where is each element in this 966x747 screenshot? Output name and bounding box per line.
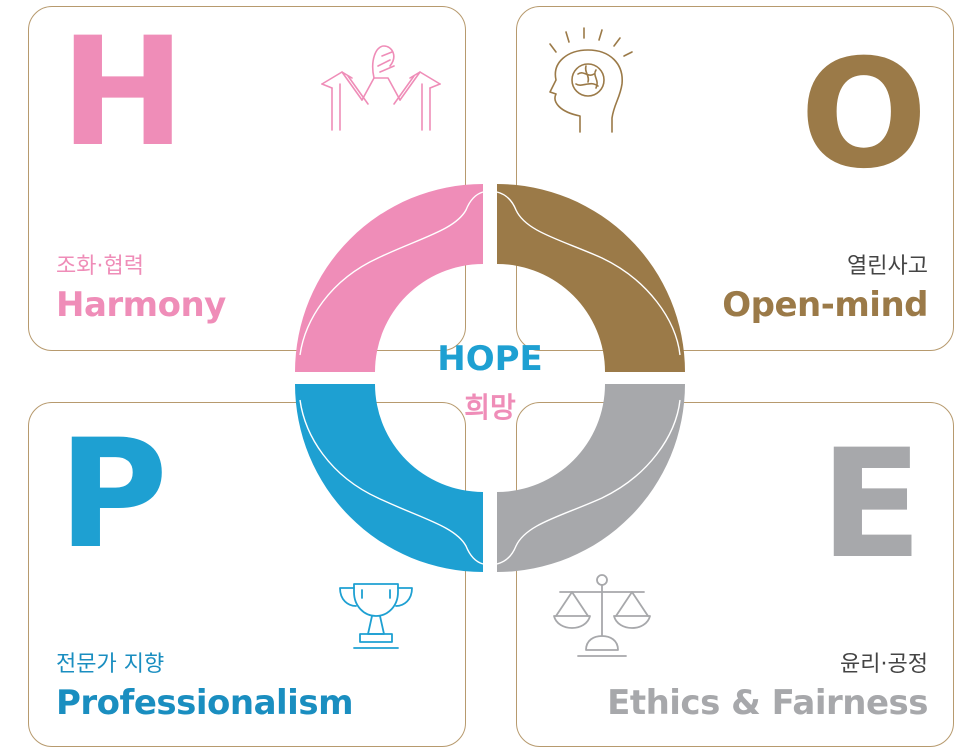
letter-h: H bbox=[60, 6, 186, 180]
harmony-english-label: Harmony bbox=[56, 285, 226, 325]
harmony-korean-label: 조화·협력 bbox=[56, 254, 144, 279]
ethics-english-label: Ethics & Fairness bbox=[607, 683, 928, 723]
letter-o: O bbox=[800, 28, 928, 202]
ring-segment-ethics bbox=[497, 384, 685, 572]
trophy-icon bbox=[339, 583, 413, 649]
professionalism-korean-label: 전문가 지향 bbox=[56, 652, 165, 677]
letter-p: P bbox=[58, 408, 168, 582]
brain-head-icon bbox=[549, 27, 633, 133]
ethics-korean-label: 윤리·공정 bbox=[840, 652, 928, 677]
center-title: HOPE bbox=[437, 339, 543, 379]
handshake-icon bbox=[321, 45, 441, 131]
center-subtitle: 희망 bbox=[464, 391, 516, 424]
scales-icon bbox=[553, 574, 651, 657]
open-mind-english-label: Open-mind bbox=[722, 285, 928, 325]
ring-segment-professionalism bbox=[295, 384, 483, 572]
ring-segment-open-mind bbox=[497, 184, 685, 372]
open-mind-korean-label: 열린사고 bbox=[847, 254, 928, 279]
ring-segment-harmony bbox=[295, 184, 483, 372]
professionalism-english-label: Professionalism bbox=[56, 683, 354, 723]
letter-e: E bbox=[820, 418, 922, 592]
